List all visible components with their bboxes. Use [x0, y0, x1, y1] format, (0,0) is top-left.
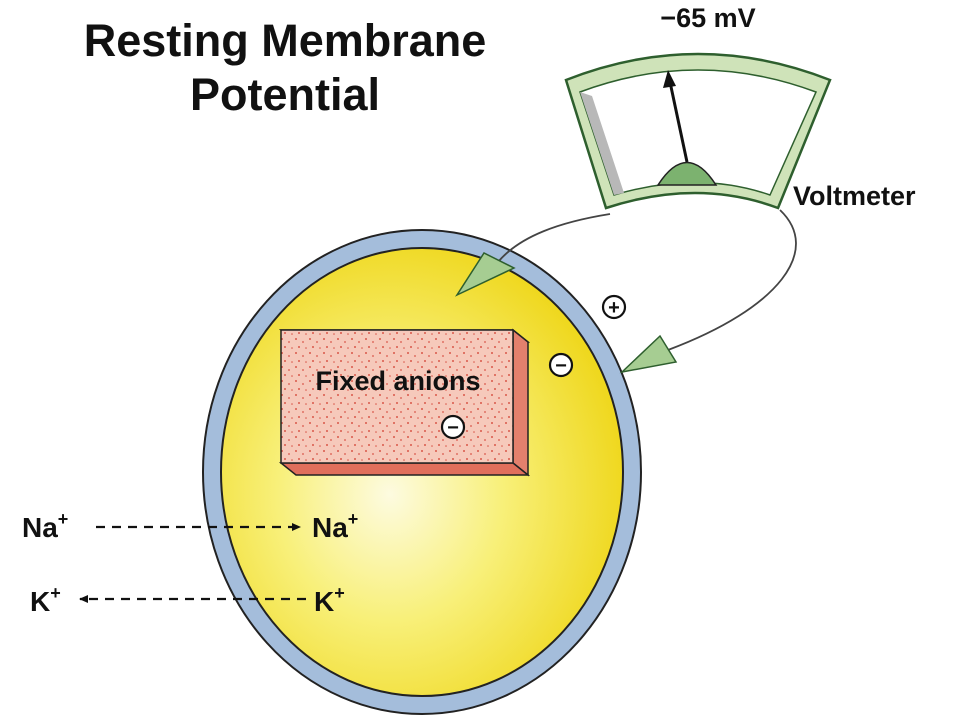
anion-block-side	[512, 328, 529, 477]
fixed-anions-block	[278, 328, 531, 477]
page-title: Resting Membrane Potential	[40, 14, 530, 122]
lead-arrow-inside-icon	[454, 252, 516, 297]
electrode-lead-inside	[454, 213, 611, 297]
voltmeter-face-shadow	[580, 92, 624, 195]
k-ion-flow: K+ K+	[30, 583, 345, 617]
k-outside-label: K+	[30, 583, 61, 617]
negative-charge-text: −	[447, 417, 459, 439]
voltmeter-needle	[668, 81, 689, 163]
k-inside-label: K+	[314, 583, 345, 617]
na-inside-label: Na+	[312, 509, 358, 543]
voltmeter-reading: −65 mV	[660, 3, 755, 33]
title-line-2: Potential	[189, 69, 381, 120]
title-line-1: Resting Membrane	[83, 15, 487, 66]
negative-charge-symbol: −	[548, 352, 574, 378]
electrode-lead-outside	[619, 209, 797, 374]
positive-charge-symbol: +	[601, 294, 627, 320]
anion-block-face	[280, 329, 514, 464]
voltmeter-pivot	[656, 161, 718, 186]
needle-tip-icon	[663, 70, 676, 88]
positive-charge-text: +	[608, 297, 620, 319]
voltmeter	[564, 52, 832, 210]
negative-charge-symbol: −	[440, 414, 466, 440]
anion-block-bottom	[278, 462, 531, 476]
na-ion-flow: Na+ Na+	[22, 509, 358, 543]
fixed-anions-label: Fixed anions	[315, 366, 480, 396]
negative-charge-text: −	[555, 355, 567, 377]
na-outside-label: Na+	[22, 509, 68, 543]
voltmeter-label: Voltmeter	[793, 181, 916, 211]
lead-arrow-outside-icon	[619, 334, 678, 374]
